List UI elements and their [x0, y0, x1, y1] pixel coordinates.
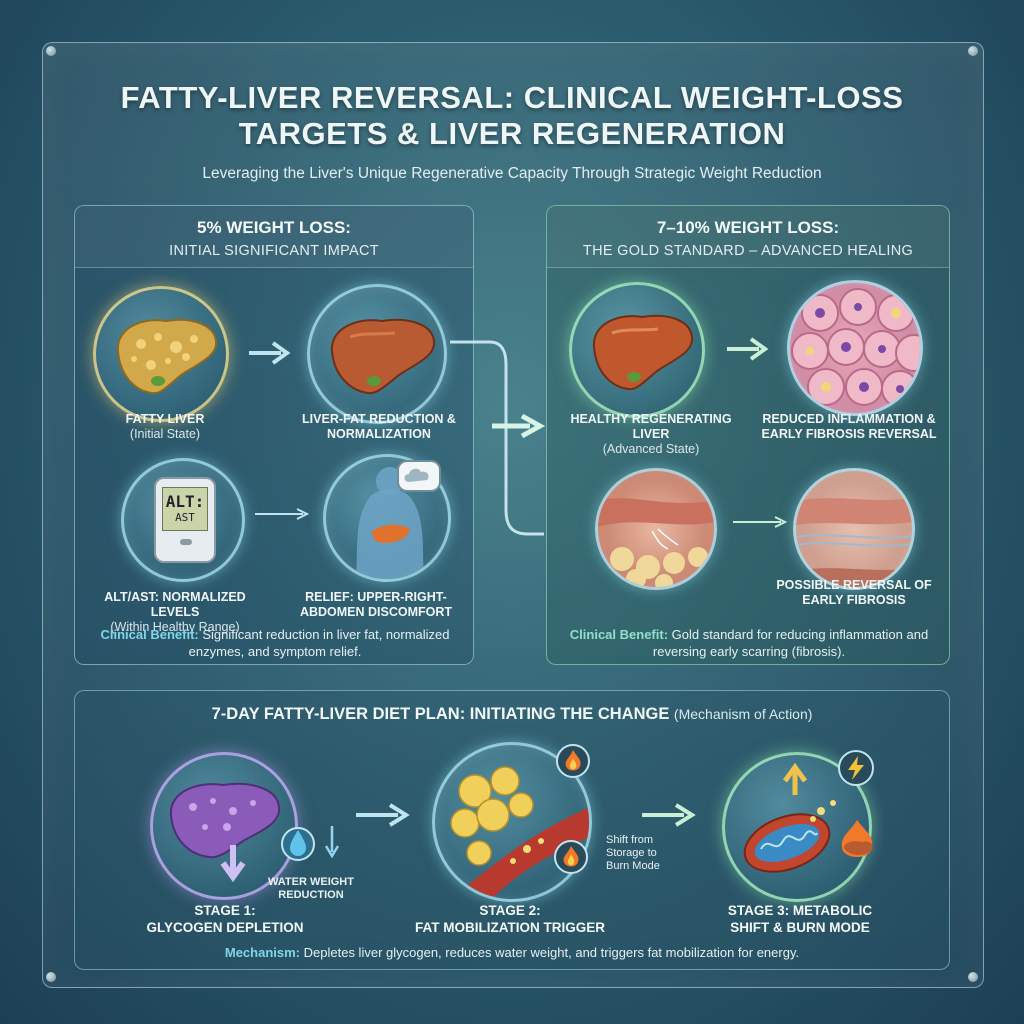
regenerating-liver-label: HEALTHY REGENERATING LIVER (Advanced Sta…: [570, 412, 732, 456]
reduced-fat-liver-circle: [307, 284, 447, 424]
healthy-liver-icon: [592, 314, 694, 391]
right-clinical-benefit: Clinical Benefit: Gold standard for redu…: [569, 627, 929, 659]
torso-icon: [356, 467, 424, 579]
corner-pin-icon: [46, 46, 56, 56]
stage2-circle: [432, 742, 592, 902]
stage2-label: STAGE 2: FAT MOBILIZATION TRIGGER: [415, 903, 605, 935]
water-weight-note: WATER WEIGHT REDUCTION: [268, 876, 354, 901]
alt-ast-circle: ALT: AST: [121, 458, 245, 582]
fatty-liver-label: FATTY LIVER (Initial State): [125, 412, 205, 441]
panel-header: 7–10% WEIGHT LOSS: THE GOLD STANDARD – A…: [547, 206, 949, 268]
flame-icon: [556, 744, 590, 778]
fat-reduction-label: LIVER-FAT REDUCTION & NORMALIZATION: [302, 412, 456, 441]
shift-note: Shift from Storage to Burn Mode: [606, 834, 660, 872]
tissue-after-circle: [793, 468, 915, 590]
arrow-down-icon: [324, 826, 340, 859]
mechanism-summary: Mechanism: Depletes liver glycogen, redu…: [224, 945, 800, 960]
arrow-right-icon: [642, 803, 696, 827]
panel-seven-ten-percent: 7–10% WEIGHT LOSS: THE GOLD STANDARD – A…: [546, 205, 950, 665]
mitochondria-icon: [743, 762, 836, 873]
flame-icon: [554, 840, 588, 874]
possible-reversal-label: POSSIBLE REVERSAL OF EARLY FIBROSIS: [776, 578, 932, 607]
left-clinical-benefit: Clinical Benefit: Significant reduction …: [100, 627, 450, 659]
cells-circle: [787, 280, 923, 416]
arrow-right-icon: [733, 516, 788, 528]
stage3-label: STAGE 3: METABOLIC SHIFT & BURN MODE: [727, 903, 873, 935]
enzyme-meter-icon: ALT: AST: [154, 477, 216, 563]
corner-pin-icon: [46, 972, 56, 982]
tissue-before-circle: [595, 468, 717, 590]
diet-plan-heading: 7-DAY FATTY-LIVER DIET PLAN: INITIATING …: [211, 705, 813, 723]
panel-subheading: THE GOLD STANDARD – ADVANCED HEALING: [582, 243, 914, 259]
arrow-right-icon: [255, 508, 310, 520]
panel-five-percent: 5% WEIGHT LOSS: INITIAL SIGNIFICANT IMPA…: [74, 205, 474, 665]
fibrosis-tissue-icon: [598, 498, 714, 587]
panel-subheading: INITIAL SIGNIFICANT IMPACT: [169, 243, 379, 259]
page-subtitle: Leveraging the Liver's Unique Regenerati…: [202, 165, 822, 182]
relief-label: RELIEF: UPPER-RIGHT-ABDOMEN DISCOMFORT: [299, 590, 453, 619]
healthy-liver-icon: [330, 318, 436, 395]
stage1-label: STAGE 1: GLYCOGEN DEPLETION: [146, 903, 304, 935]
panel-heading: 7–10% WEIGHT LOSS:: [656, 218, 840, 237]
fatty-liver-icon: [116, 318, 218, 395]
lightning-icon: [838, 750, 874, 786]
arrow-right-icon: [249, 341, 291, 365]
burning-liver-icon: [834, 818, 880, 864]
fat-mobilization-icon: [450, 766, 589, 899]
panel-header: 5% WEIGHT LOSS: INITIAL SIGNIFICANT IMPA…: [75, 206, 473, 268]
arrow-right-icon: [356, 803, 410, 827]
reduced-inflammation-label: REDUCED INFLAMMATION & EARLY FIBROSIS RE…: [761, 412, 937, 441]
water-drop-icon: [280, 818, 316, 862]
fatty-liver-circle: [93, 286, 229, 422]
device-screen-alt: ALT:: [165, 492, 205, 511]
panel-heading: 5% WEIGHT LOSS:: [197, 218, 351, 237]
arrow-right-icon: [727, 337, 769, 361]
device-screen-ast: AST: [175, 511, 195, 524]
corner-pin-icon: [968, 46, 978, 56]
glycogen-liver-icon: [169, 782, 281, 883]
regenerating-liver-circle: [569, 282, 705, 418]
connector-arrow-icon: [450, 340, 546, 536]
cloud-relief-icon: [397, 460, 441, 492]
healed-tissue-icon: [796, 497, 912, 587]
enzyme-label: ALT/AST: NORMALIZED LEVELS (Within Healt…: [104, 590, 246, 634]
stage1-circle: [150, 752, 298, 900]
page-title: FATTY-LIVER REVERSAL: CLINICAL WEIGHT-LO…: [120, 80, 904, 151]
corner-pin-icon: [968, 972, 978, 982]
liver-cells-icon: [791, 288, 920, 408]
